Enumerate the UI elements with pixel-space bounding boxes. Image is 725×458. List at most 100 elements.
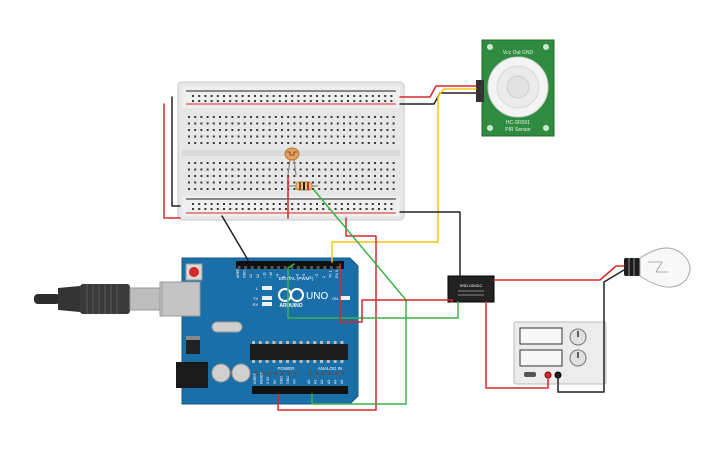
power-pin-socket[interactable]: [261, 372, 265, 375]
breadboard-hole: [293, 129, 296, 131]
digital-pin-socket[interactable]: [296, 266, 300, 269]
breadboard-hole: [225, 129, 228, 131]
breadboard-hole: [386, 129, 389, 131]
analog-pin-socket[interactable]: [308, 372, 312, 375]
digital-pin-socket[interactable]: [310, 266, 314, 269]
power-pin-label: GND: [279, 376, 283, 384]
digital-pin-socket[interactable]: [290, 266, 294, 269]
breadboard-hole: [355, 122, 358, 125]
breadboard-hole: [324, 162, 327, 164]
breadboard-hole: [278, 100, 281, 102]
breadboard-hole: [291, 203, 294, 205]
digital-pin-socket[interactable]: [263, 266, 267, 269]
wire-black-bulb: [557, 269, 625, 393]
pir-dome: [487, 56, 549, 118]
digital-pin-socket[interactable]: [270, 266, 274, 269]
power-pin-socket[interactable]: [280, 372, 284, 375]
breadboard-hole: [225, 188, 228, 190]
breadboard-hole: [194, 122, 197, 125]
breadboard-hole: [231, 188, 234, 190]
chip-pin: [333, 341, 337, 344]
breadboard-hole: [287, 162, 290, 164]
analog-pin-label: A5: [340, 380, 344, 384]
breadboard-hole: [336, 135, 339, 138]
arduino-uno-board[interactable]: L TX RX ON ARDUINO UNO DIGITAL (PWM~) PO…: [161, 257, 359, 405]
voltage-knob[interactable]: [569, 328, 587, 346]
power-pin-socket[interactable]: [294, 372, 298, 375]
breadboard-hole: [237, 116, 240, 118]
breadboard-hole: [262, 135, 265, 138]
breadboard-hole: [256, 168, 259, 171]
reset-button[interactable]: [185, 263, 203, 281]
digital-pin-socket[interactable]: [323, 266, 327, 269]
digital-pin-socket[interactable]: [283, 266, 287, 269]
dc-power-supply[interactable]: [513, 321, 607, 385]
power-pin-socket[interactable]: [287, 372, 291, 375]
breadboard-hole: [200, 162, 203, 164]
wire-red-pir-vcc: [399, 85, 477, 98]
chip-pin: [265, 341, 269, 344]
breadboard-hole: [343, 116, 345, 118]
breadboard-hole: [188, 168, 190, 171]
breadboard-hole: [231, 142, 234, 144]
current-knob[interactable]: [569, 349, 587, 367]
breadboard-hole: [212, 188, 215, 190]
breadboard-hole: [229, 203, 232, 205]
power-pin-socket[interactable]: [274, 372, 278, 375]
breadboard-hole: [365, 208, 368, 210]
digital-pin-socket[interactable]: [336, 266, 340, 269]
breadboard-hole: [237, 175, 240, 177]
digital-pin-socket[interactable]: [244, 266, 248, 269]
power-pin-label: 3.3V: [266, 376, 270, 384]
breadboard-hole: [268, 188, 271, 190]
analog-pin-socket[interactable]: [321, 372, 325, 375]
breadboard-hole: [324, 181, 327, 184]
pir-label-bot: PIR Sensor: [505, 127, 531, 133]
breadboard-hole: [200, 168, 203, 171]
relay-module[interactable]: SRD-05VDC: [447, 275, 495, 303]
breadboard-hole: [371, 203, 374, 205]
resistor[interactable]: [288, 181, 318, 191]
digital-pin-socket[interactable]: [277, 266, 281, 269]
analog-pin-socket[interactable]: [334, 372, 338, 375]
breadboard-hole: [334, 208, 337, 210]
light-bulb[interactable]: [624, 247, 691, 288]
breadboard-hole: [361, 135, 364, 138]
breadboard-hole: [367, 122, 370, 125]
analog-pin-socket[interactable]: [341, 372, 345, 375]
power-pin-label: Vin: [293, 379, 297, 384]
breadboard-hole: [349, 142, 352, 144]
breadboard-hole: [192, 95, 194, 97]
breadboard-hole: [293, 168, 296, 171]
photoresistor[interactable]: [284, 147, 300, 176]
analog-pin-socket[interactable]: [315, 372, 319, 375]
breadboard-hole: [367, 129, 370, 131]
power-pin-socket[interactable]: [267, 372, 271, 375]
digital-pin-socket[interactable]: [303, 266, 307, 269]
chip-pin: [279, 360, 283, 363]
breadboard-hole: [231, 175, 234, 177]
breadboard-hole: [243, 122, 246, 125]
chip-pins: [252, 341, 344, 363]
breadboard-hole: [272, 208, 275, 210]
wire-red-relay: [339, 263, 453, 323]
breadboard-hole: [374, 122, 376, 125]
breadboard-holes: [188, 95, 395, 210]
digital-pin-socket[interactable]: [257, 266, 261, 269]
breadboard-hole: [281, 188, 283, 190]
breadboard-hole: [247, 203, 250, 205]
breadboard-hole: [204, 208, 207, 210]
arduino-model: UNO: [306, 291, 328, 302]
breadboard-hole: [349, 188, 352, 190]
breadboard-hole: [200, 181, 203, 184]
digital-pin-socket[interactable]: [250, 266, 254, 269]
digital-pin-socket[interactable]: [316, 266, 320, 269]
digital-pin-socket[interactable]: [237, 266, 241, 269]
digital-pin-socket[interactable]: [329, 266, 333, 269]
breadboard-hole: [380, 168, 383, 171]
analog-pin-socket[interactable]: [328, 372, 332, 375]
power-pin-socket[interactable]: [254, 372, 258, 375]
pir-sensor[interactable]: Vcc Out GND HC-SR501 PIR Sensor: [476, 39, 555, 137]
breadboard-hole: [285, 203, 287, 205]
breadboard-hole: [274, 135, 277, 138]
